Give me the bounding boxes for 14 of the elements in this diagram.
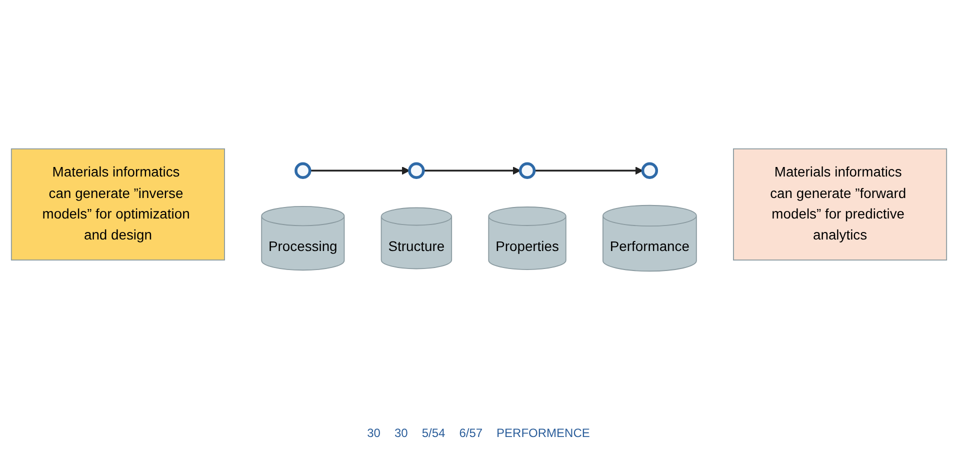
arrow [422,166,520,175]
picture-text: 5/54 [422,426,446,440]
node-box: Materials informatics can generate ”forward models” for predictive analytics [732,148,947,260]
picture-text: PERFORMENCE [496,426,590,440]
node-circle [408,162,424,179]
picture-text: 30 [367,426,380,440]
picture-text: 6/57 [459,426,483,440]
node-circle [518,162,536,179]
node-circle [640,162,658,179]
arrow [534,166,643,175]
node-box: Materials informatics can generate ”inverse models” for optimization and design [10,148,224,260]
node-circle [294,162,311,179]
picture-text: 30 [394,426,408,440]
arrow [309,166,410,175]
